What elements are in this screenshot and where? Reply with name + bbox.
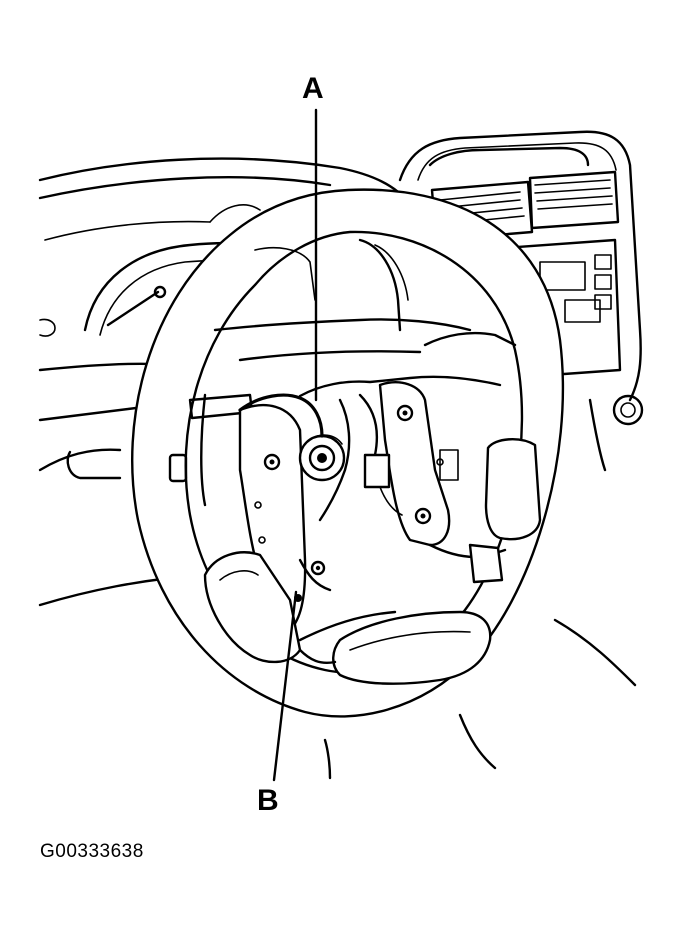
lower-spokes [203, 551, 492, 685]
column-and-dash-through-wheel [168, 238, 517, 507]
air-vents [430, 170, 620, 242]
figure-id: G00333638 [40, 841, 144, 862]
center-console [398, 130, 644, 472]
hub-brackets [238, 375, 542, 642]
callout-leaders [272, 108, 318, 782]
callout-b-leader [272, 590, 298, 782]
callout-a-label: A [302, 72, 324, 105]
callout-b-label: B [257, 784, 279, 817]
